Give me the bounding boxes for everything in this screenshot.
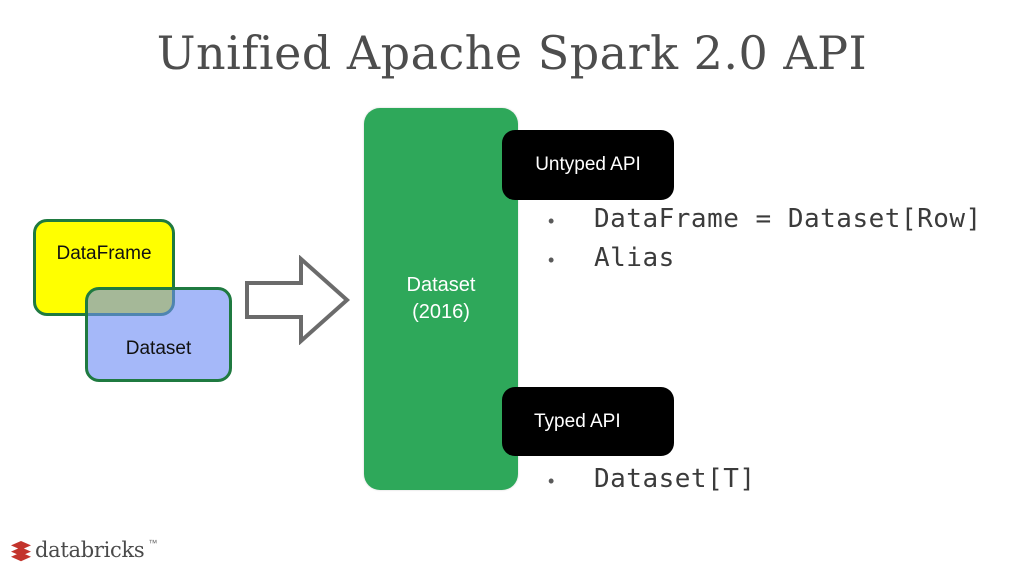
databricks-wordmark: databricks	[35, 537, 145, 562]
dataset-panel-label: Dataset (2016)	[406, 274, 476, 323]
list-item-label: Alias	[594, 242, 675, 273]
databricks-logo: databricks ™	[10, 538, 157, 562]
trademark-symbol: ™	[148, 538, 158, 548]
bullet-dot-icon: •	[548, 471, 555, 491]
list-item: • DataFrame = Dataset[Row]	[548, 203, 982, 236]
list-item: • Alias	[548, 242, 982, 275]
untyped-api-badge: Untyped API	[502, 130, 674, 200]
typed-api-badge-label: Typed API	[534, 410, 621, 432]
untyped-api-badge-label: Untyped API	[535, 154, 641, 175]
bullet-dot-icon: •	[548, 211, 555, 231]
list-item-label: DataFrame = Dataset[Row]	[594, 204, 982, 234]
dataset-panel: Dataset (2016)	[364, 108, 518, 490]
list-item-label: Dataset[T]	[594, 464, 756, 494]
page-title: Unified Apache Spark 2.0 API	[156, 26, 868, 80]
right-block-arrow-icon	[243, 254, 351, 346]
bullet-dot-icon: •	[548, 249, 555, 270]
dataset-box: Dataset	[85, 287, 232, 382]
typed-api-bullet-list: • Dataset[T]	[548, 463, 756, 502]
typed-api-badge: Typed API	[502, 387, 674, 456]
dataframe-box-label: DataFrame	[56, 243, 152, 264]
list-item: • Dataset[T]	[548, 463, 756, 496]
databricks-stacked-layers-icon	[10, 538, 32, 562]
dataset-box-label: Dataset	[125, 338, 192, 359]
untyped-api-bullet-list: • DataFrame = Dataset[Row] • Alias	[548, 203, 982, 280]
